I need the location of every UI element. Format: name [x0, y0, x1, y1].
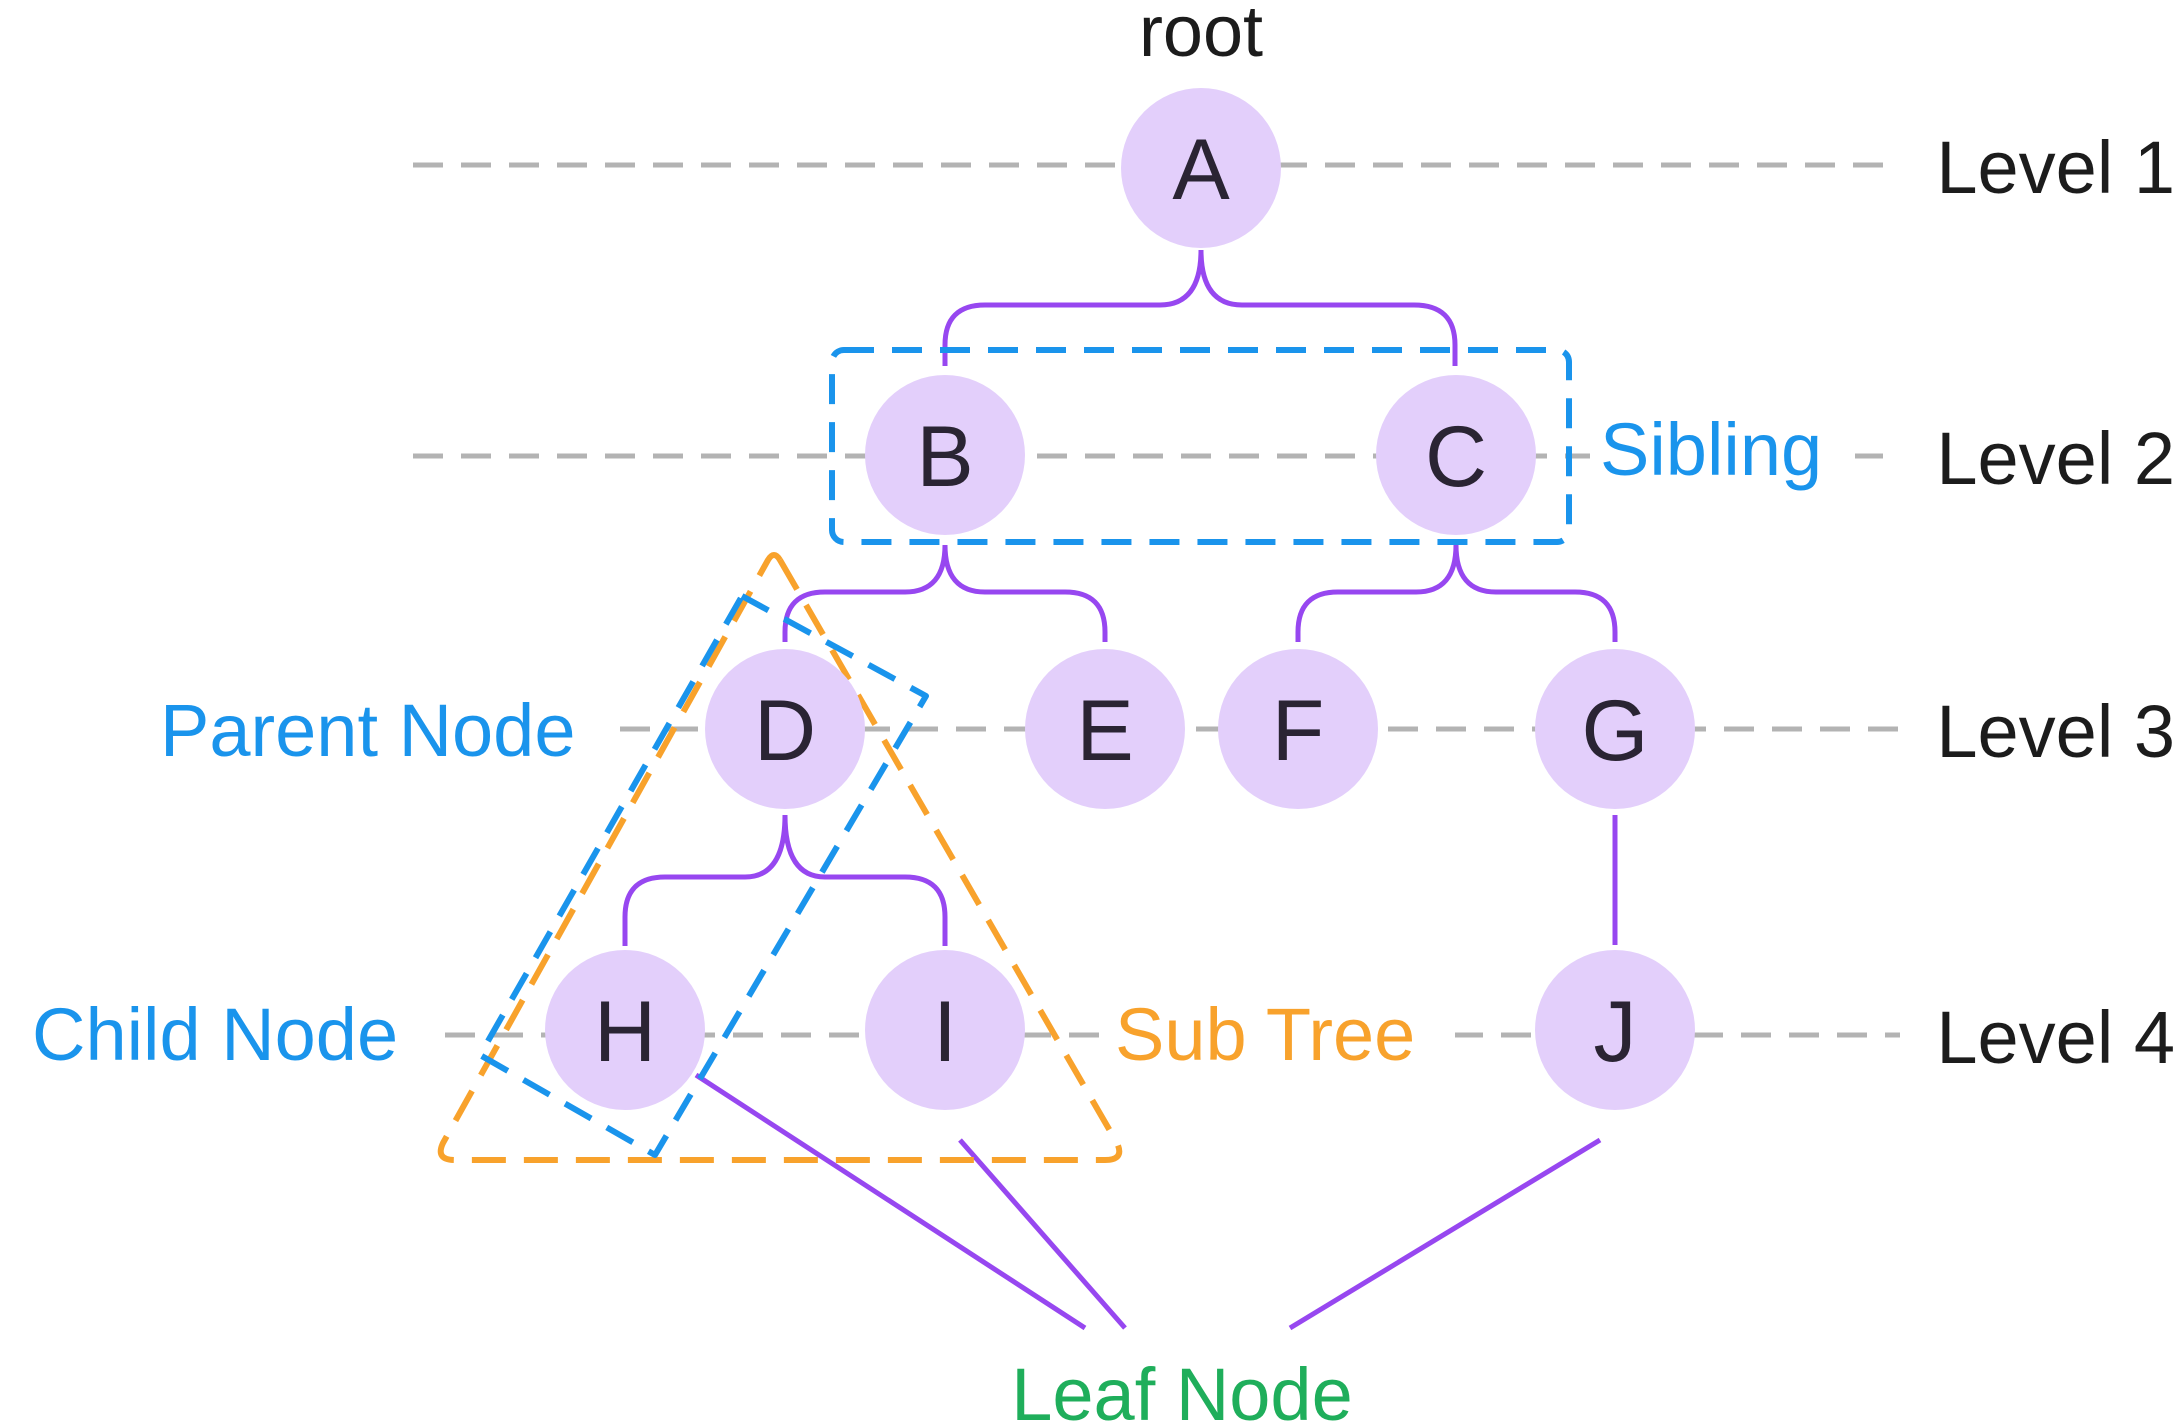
child-node-label: Child Node	[32, 993, 398, 1076]
node-e: E	[1025, 649, 1185, 809]
node-j: J	[1535, 950, 1695, 1110]
node-c: C	[1376, 375, 1536, 535]
node-d: D	[705, 649, 865, 809]
node-a-label: A	[1172, 122, 1230, 218]
annotation-labels: Sibling Parent Node Child Node Sub Tree …	[25, 400, 1855, 1423]
sibling-outline	[829, 347, 1572, 545]
edge-d-i	[782, 814, 948, 946]
edge-a-c	[1198, 249, 1458, 366]
leaf-pointers	[694, 1072, 1602, 1331]
node-i: I	[865, 950, 1025, 1110]
level-2-label: Level 2	[1936, 417, 2175, 500]
parent-node-label: Parent Node	[160, 689, 576, 772]
node-g: G	[1535, 649, 1695, 809]
leaf-pointer-j	[1288, 1137, 1602, 1331]
node-f-label: F	[1272, 683, 1325, 779]
leaf-pointer-h	[694, 1072, 1087, 1331]
level-4-label: Level 4	[1936, 996, 2175, 1079]
edge-a-b	[942, 249, 1204, 366]
level-lines	[413, 162, 1900, 1038]
node-i-label: I	[933, 984, 957, 1080]
edge-d-h	[622, 814, 788, 946]
level-labels: Level 1 Level 2 Level 3 Level 4	[1936, 126, 2175, 1079]
node-b: B	[865, 375, 1025, 535]
node-j-label: J	[1594, 984, 1637, 1080]
sub-tree-label: Sub Tree	[1115, 993, 1415, 1076]
edge-b-e	[942, 544, 1108, 642]
sibling-label: Sibling	[1600, 408, 1822, 491]
leaf-pointer-i	[958, 1138, 1127, 1330]
root-label: root	[1139, 0, 1263, 72]
node-a: A	[1121, 88, 1281, 248]
sub-tree-triangle	[437, 552, 1123, 1163]
node-d-label: D	[754, 683, 816, 779]
node-e-label: E	[1076, 683, 1133, 779]
edge-c-g	[1453, 544, 1618, 642]
node-g-label: G	[1582, 683, 1649, 779]
edge-c-f	[1295, 544, 1459, 642]
node-b-label: B	[916, 409, 973, 505]
tree-edges	[622, 249, 1618, 946]
node-h-label: H	[594, 984, 656, 1080]
edge-b-d	[782, 544, 948, 642]
level-3-label: Level 3	[1936, 690, 2175, 773]
node-f: F	[1218, 649, 1378, 809]
parent-child-outline	[477, 593, 929, 1158]
leaf-node-label: Leaf Node	[1011, 1353, 1353, 1423]
nodes: A B C D E F G H	[545, 88, 1695, 1110]
node-c-label: C	[1425, 409, 1487, 505]
node-h: H	[545, 950, 705, 1110]
level-1-label: Level 1	[1936, 126, 2175, 209]
